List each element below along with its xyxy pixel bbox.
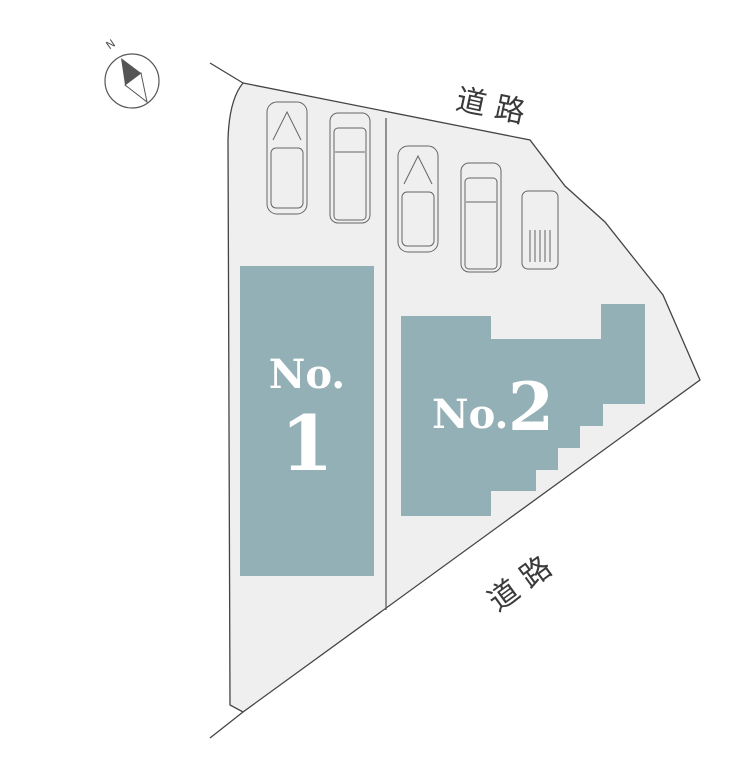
road-label-south: 道 路: [482, 550, 559, 619]
car-minivan: [460, 162, 502, 273]
car-suv: [266, 101, 308, 215]
road-edge-north: [209, 62, 244, 84]
lot-2-number: 2: [508, 368, 554, 446]
lot-2-prefix: No.: [432, 391, 508, 438]
road-edge-south: [209, 711, 244, 739]
building-lot-2[interactable]: [401, 304, 645, 516]
car-minivan: [329, 112, 371, 224]
north-arrow-icon: [121, 58, 141, 85]
car-kei-wagon: [521, 190, 559, 270]
lot-1-prefix: No.: [269, 351, 345, 398]
road-label-north: 道 路: [453, 82, 528, 131]
compass: N: [104, 37, 160, 109]
building-lot-1[interactable]: [240, 266, 374, 576]
car-suv: [397, 145, 439, 253]
compass-north-label: N: [104, 37, 118, 52]
lot-1-number: 1: [281, 399, 334, 488]
